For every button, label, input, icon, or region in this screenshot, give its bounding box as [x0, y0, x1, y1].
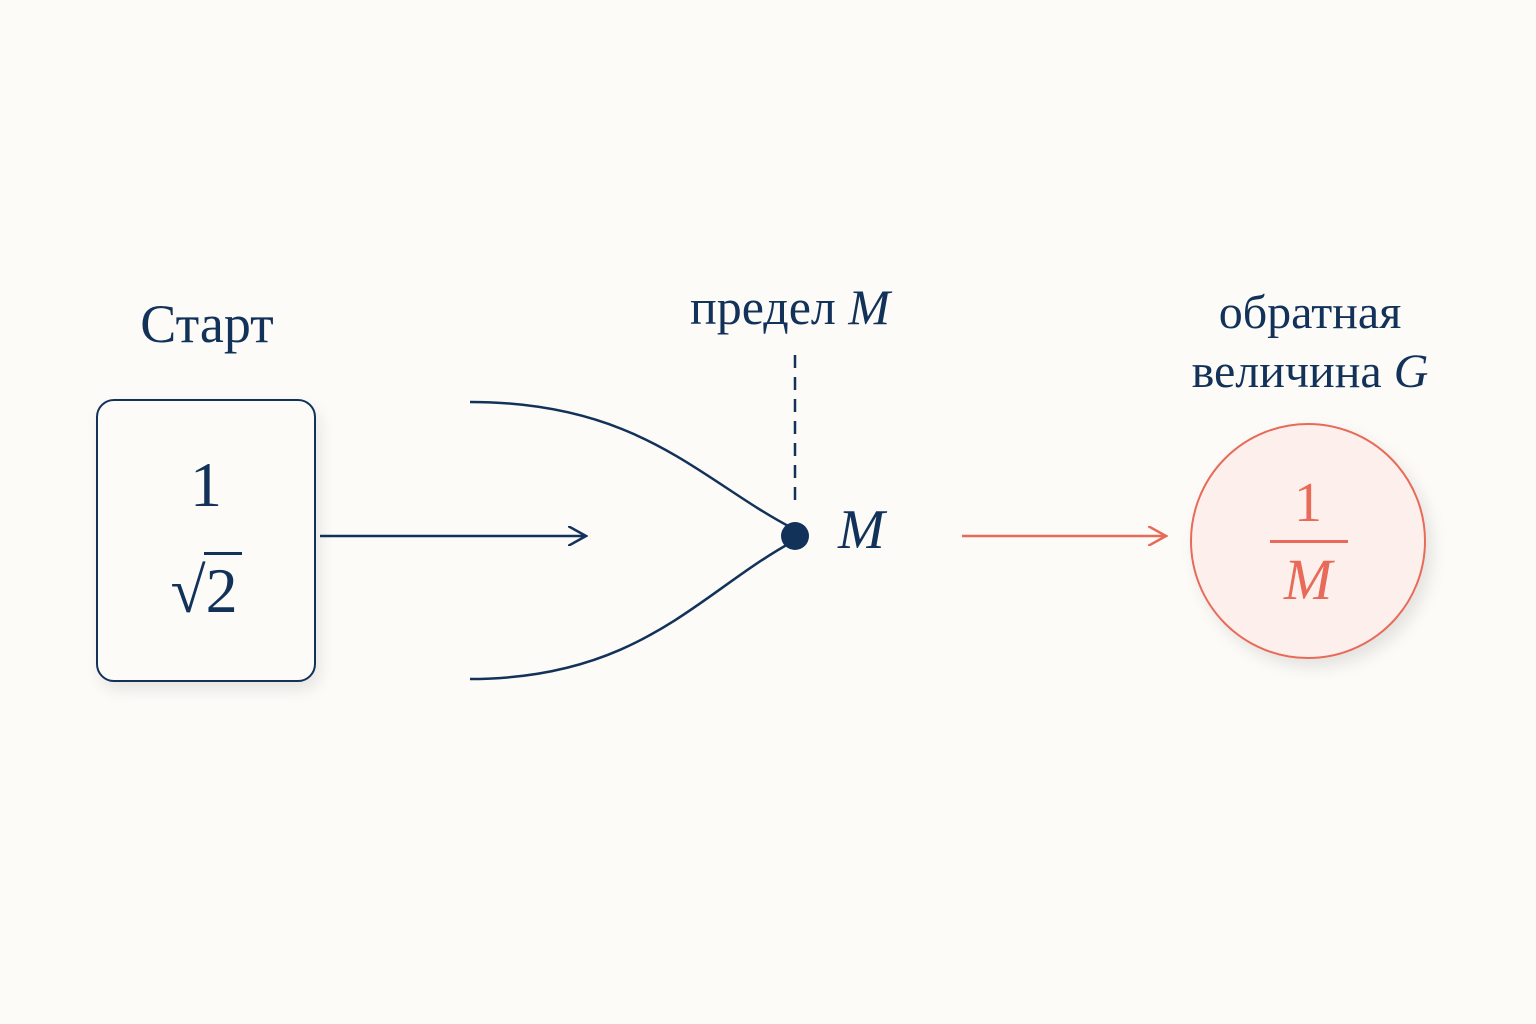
start-title: Старт: [140, 294, 274, 354]
upper-converging-curve: [469, 400, 793, 530]
inverse-node: 1 M: [1190, 423, 1426, 659]
inverse-title-word: величина: [1191, 344, 1382, 398]
inverse-title-line2: величина G: [1130, 343, 1490, 402]
start-numerator: 1: [190, 449, 222, 520]
limit-point: [781, 522, 809, 550]
radicand: 2: [203, 552, 242, 626]
limit-title: предел M: [640, 282, 940, 332]
lower-converging-curve: [469, 540, 793, 681]
limit-title-symbol: M: [848, 279, 891, 335]
inverse-fraction-bar: [1270, 540, 1348, 543]
radical-sign: √: [170, 555, 206, 626]
inverse-fraction-denominator: M: [1283, 547, 1333, 612]
inverse-fraction-numerator: 1: [1294, 472, 1322, 534]
start-node: 1 √2: [96, 399, 316, 682]
limit-point-label: M: [838, 499, 885, 561]
inverse-title-symbol: G: [1393, 344, 1429, 398]
inverse-title: обратная величина G: [1130, 284, 1490, 401]
inverse-title-line1: обратная: [1218, 286, 1402, 339]
limit-title-word: предел: [689, 279, 836, 335]
start-denominator: √2: [98, 552, 314, 626]
